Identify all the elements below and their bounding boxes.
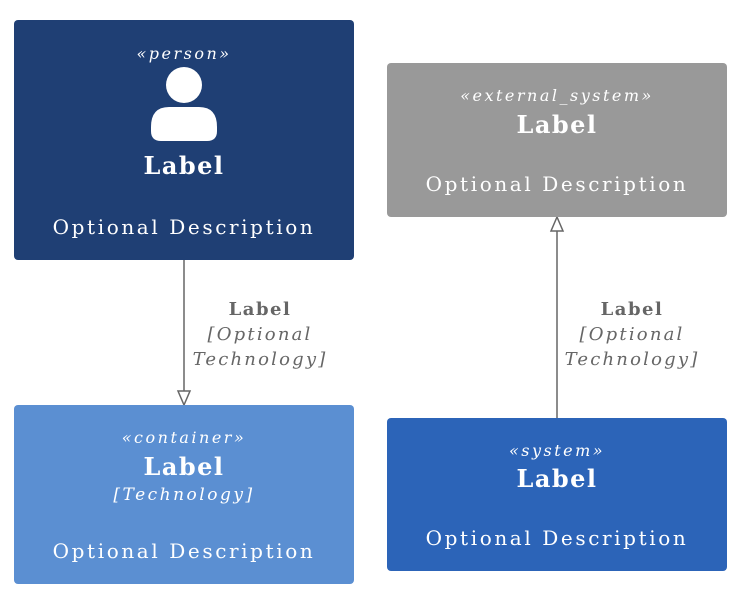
edge-technology-line2: Technology] — [564, 349, 700, 370]
person-stereotype: «person» — [136, 44, 232, 63]
container-node[interactable]: «container» Label [Technology] Optional … — [14, 405, 354, 584]
arrowhead-up-icon — [549, 215, 565, 232]
edge-label-text: Label — [600, 299, 664, 320]
edge-technology-line2: Technology] — [192, 349, 328, 370]
system-label: Label — [516, 464, 598, 493]
container-label: Label — [143, 452, 225, 481]
person-label: Label — [143, 151, 225, 180]
person-icon — [151, 67, 217, 141]
external-system-node[interactable]: «external_system» Label Optional Descrip… — [387, 63, 727, 217]
container-description: Optional Description — [52, 539, 316, 563]
external-system-stereotype: «external_system» — [460, 86, 654, 105]
external-system-label: Label — [516, 110, 598, 139]
system-node[interactable]: «system» Label Optional Description — [387, 418, 727, 571]
person-description: Optional Description — [52, 215, 316, 239]
edge-label-text: Label — [228, 299, 292, 320]
edge-label-system-external: Label [Optional Technology] — [532, 297, 732, 372]
edge-technology-line1: [Optional — [207, 324, 313, 345]
edge-technology-line1: [Optional — [579, 324, 685, 345]
system-stereotype: «system» — [508, 441, 606, 460]
edge-label-person-container: Label [Optional Technology] — [160, 297, 360, 372]
external-system-description: Optional Description — [425, 172, 689, 196]
container-technology: [Technology] — [113, 485, 255, 505]
arrowhead-down-icon — [176, 390, 192, 407]
system-description: Optional Description — [425, 526, 689, 550]
container-stereotype: «container» — [121, 428, 247, 447]
person-node[interactable]: «person» Label Optional Description — [14, 20, 354, 260]
